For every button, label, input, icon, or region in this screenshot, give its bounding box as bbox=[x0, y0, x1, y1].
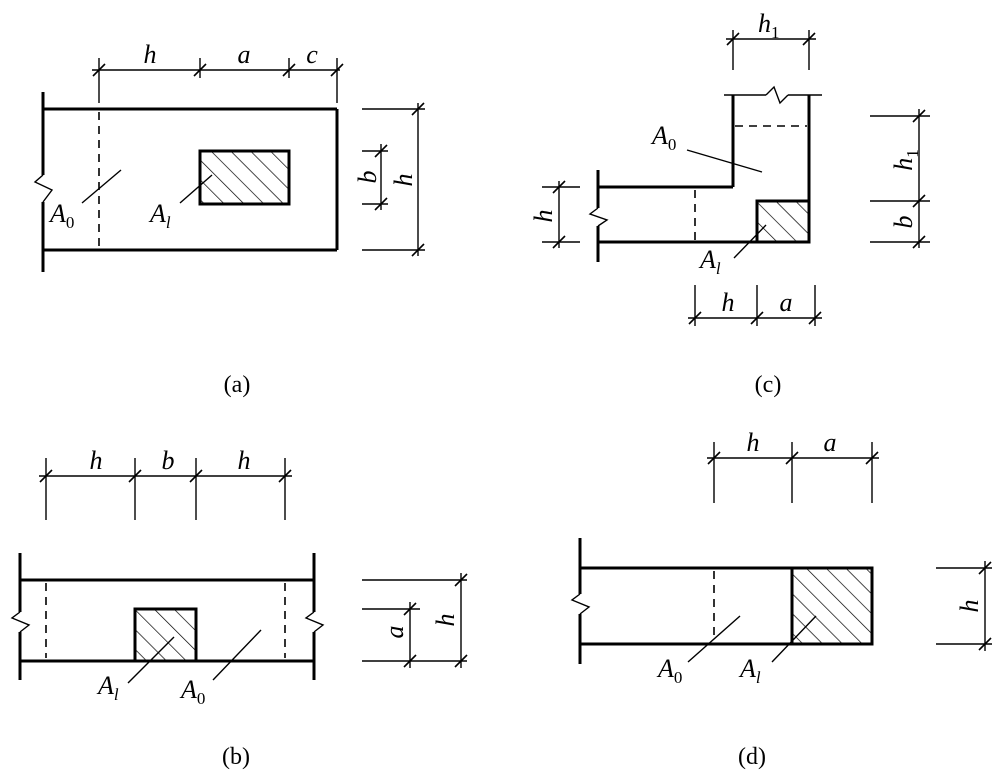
tick bbox=[374, 197, 388, 211]
tick bbox=[552, 235, 566, 249]
label-al: Al bbox=[698, 245, 721, 278]
tick bbox=[552, 180, 566, 194]
dim-label-b: b bbox=[162, 446, 175, 475]
leader-a0 bbox=[81, 169, 122, 204]
break-line bbox=[10, 611, 31, 633]
tick bbox=[454, 573, 468, 587]
label-a0: A0 bbox=[650, 121, 676, 154]
leader-al bbox=[127, 636, 175, 684]
tick bbox=[978, 561, 992, 575]
label-a0: A0 bbox=[48, 199, 74, 232]
break-line bbox=[570, 593, 591, 615]
dim-label-c: c bbox=[306, 40, 318, 69]
panel-a: A0 Al h a c b h (a) bbox=[33, 40, 425, 398]
dim-label-h: h bbox=[722, 288, 735, 317]
dim-label-h: h bbox=[144, 40, 157, 69]
bearing-area-hatched bbox=[198, 149, 291, 206]
dim-label-b: b bbox=[353, 171, 382, 184]
panel-c: A0 Al h1 h h1 b h a (c) bbox=[529, 9, 930, 398]
leader-a0 bbox=[687, 615, 741, 663]
tick bbox=[750, 311, 764, 325]
tick bbox=[403, 602, 417, 616]
dim-label-h: h bbox=[238, 446, 251, 475]
tick bbox=[403, 654, 417, 668]
caption-b: (b) bbox=[222, 744, 250, 770]
tick bbox=[282, 63, 296, 77]
label-al: Al bbox=[96, 671, 119, 704]
tick bbox=[912, 109, 926, 123]
tick bbox=[411, 102, 425, 116]
bearing-area-hatched bbox=[755, 199, 811, 244]
dim-label-h: h bbox=[90, 446, 103, 475]
dim-label-h: h bbox=[955, 600, 984, 613]
tick bbox=[726, 32, 740, 46]
leader-al bbox=[733, 224, 767, 259]
tick bbox=[330, 63, 344, 77]
bearing-area-hatched bbox=[133, 607, 198, 663]
tick bbox=[802, 32, 816, 46]
break-line bbox=[765, 85, 789, 105]
tick bbox=[454, 654, 468, 668]
panel-d: A0 Al h a h (d) bbox=[570, 428, 992, 770]
tick bbox=[912, 235, 926, 249]
label-a0: A0 bbox=[179, 675, 205, 708]
dim-label-a: a bbox=[238, 40, 251, 69]
tick bbox=[128, 469, 142, 483]
dim-label-h: h bbox=[389, 174, 418, 187]
tick bbox=[912, 194, 926, 208]
dim-label-h1: h1 bbox=[758, 9, 780, 42]
tick bbox=[39, 469, 53, 483]
dim-label-h: h bbox=[529, 210, 558, 223]
break-line bbox=[588, 207, 609, 227]
tick bbox=[785, 451, 799, 465]
tick bbox=[278, 469, 292, 483]
panel-b: Al A0 h b h a h (b) bbox=[10, 446, 468, 770]
tick bbox=[92, 63, 106, 77]
break-line bbox=[304, 611, 325, 633]
leader-al bbox=[179, 174, 213, 204]
caption-c: (c) bbox=[755, 372, 782, 398]
bearing-area-hatched bbox=[790, 566, 874, 646]
tick bbox=[411, 243, 425, 257]
caption-d: (d) bbox=[738, 744, 766, 770]
leader-al bbox=[771, 615, 817, 663]
tick bbox=[978, 637, 992, 651]
tick bbox=[688, 311, 702, 325]
label-al: Al bbox=[148, 199, 171, 232]
tick bbox=[189, 469, 203, 483]
dim-label-a: a bbox=[780, 288, 793, 317]
tick bbox=[374, 144, 388, 158]
dim-label-h: h bbox=[747, 428, 760, 457]
tick bbox=[193, 63, 207, 77]
tick bbox=[808, 311, 822, 325]
break-line bbox=[33, 174, 54, 203]
label-a0: A0 bbox=[656, 654, 682, 687]
dim-label-h: h bbox=[431, 614, 460, 627]
dim-label-a: a bbox=[380, 626, 409, 639]
dim-label-a: a bbox=[824, 428, 837, 457]
label-al: Al bbox=[738, 654, 761, 687]
dim-label-h1: h1 bbox=[889, 149, 922, 171]
tick bbox=[707, 451, 721, 465]
tick bbox=[865, 451, 879, 465]
leader-a0 bbox=[686, 149, 763, 173]
caption-a: (a) bbox=[224, 372, 251, 398]
dim-label-b: b bbox=[889, 216, 918, 229]
leader-a0 bbox=[212, 629, 262, 681]
